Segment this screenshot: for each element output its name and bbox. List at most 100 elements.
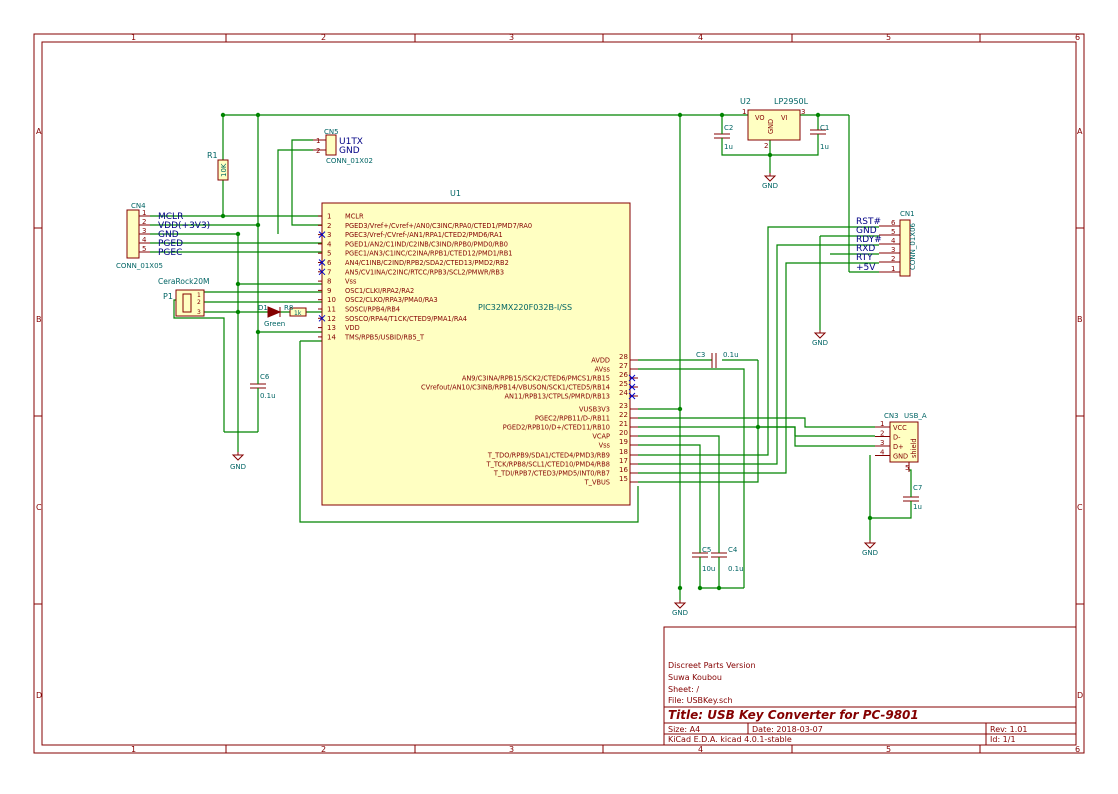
frame-col-top-4: 4 xyxy=(698,33,703,42)
c1-ref: C1 xyxy=(820,124,829,132)
c1-value: 1u xyxy=(820,143,829,151)
frame-row-left-C: C xyxy=(36,503,42,512)
frame-col-bottom-3: 3 xyxy=(509,745,514,754)
u1-pin-18-name: T_TDO/RPB9/SDA1/CTED4/PMD3/RB9 xyxy=(487,452,610,460)
frame-col-top-1: 1 xyxy=(131,33,136,42)
cn5-net-u1tx: U1TX xyxy=(339,137,363,147)
u1-pin-26-num: 26 xyxy=(619,371,628,379)
c7-value: 1u xyxy=(913,503,922,511)
gnd-symbol-cn1: GND xyxy=(812,330,828,347)
c6-ref: C6 xyxy=(260,373,270,381)
u1-pin-14-num: 14 xyxy=(327,333,336,341)
wires xyxy=(150,114,912,600)
cn3-pin-3-name: D+ xyxy=(893,443,904,451)
cn1-net-3: RXD xyxy=(856,244,875,254)
c4-value: 0.1u xyxy=(728,565,744,573)
u1-pin-17-name: T_TCK/RPB8/SCL1/CTED10/PMD4/RB8 xyxy=(486,461,610,469)
frame-col-top-5: 5 xyxy=(886,33,891,42)
u1-pin-28-num: 28 xyxy=(619,353,628,361)
cn1-net-1: +5V xyxy=(856,263,876,273)
c6-value: 0.1u xyxy=(260,392,276,400)
cn3-pin-1-num: 1 xyxy=(880,420,884,428)
u1-pin-18-num: 18 xyxy=(619,448,628,456)
cn4-pin-1-num: 1 xyxy=(142,209,146,217)
svg-text:GND: GND xyxy=(812,339,828,347)
tb-title: Title: USB Key Converter for PC-9801 xyxy=(668,708,919,722)
u1-pin-15-name: T_VBUS xyxy=(584,479,610,487)
frame-col-bottom-4: 4 xyxy=(698,745,703,754)
cn4-pin-3-num: 3 xyxy=(142,227,146,235)
u1-pin-12-name: SOSCO/RPA4/T1CK/CTED9/PMA1/RA4 xyxy=(345,315,467,323)
c6-capacitor: C6 0.1u xyxy=(250,373,276,400)
cn5-pin1-num: 1 xyxy=(316,137,320,145)
u1-pin-3-noconnect xyxy=(318,231,326,238)
u1-pin-20-name: VCAP xyxy=(592,433,610,441)
c7-capacitor: C7 1u xyxy=(903,484,922,511)
tb-rev: Rev: 1.01 xyxy=(990,725,1027,734)
u1-pin-24-num: 24 xyxy=(619,389,628,397)
u1-pin-17-num: 17 xyxy=(619,457,628,465)
c3-capacitor: C3 0.1u xyxy=(696,351,739,368)
u1-pin-19-name: Vss xyxy=(599,442,611,450)
u1-value: PIC32MX220F032B-I/SS xyxy=(478,303,572,312)
u1-pin-2-name: PGED3/Vref+/Cvref+/AN0/C3INC/RPA0/CTED1/… xyxy=(345,222,532,230)
cn1-pin-4-num: 4 xyxy=(891,237,896,245)
cn4-value: CONN_01X05 xyxy=(116,262,163,270)
cn4-pin-4-num: 4 xyxy=(142,236,147,244)
u1-pin-25-noconnect xyxy=(628,383,636,391)
frame-row-right-B: B xyxy=(1077,315,1083,324)
u1-pin-6-num: 6 xyxy=(327,259,332,267)
u2-vo: VO xyxy=(755,114,765,122)
c2-ref: C2 xyxy=(724,124,733,132)
u1-pin-25-name: CVrefout/AN10/C3INB/RPB14/VBUSON/SCK1/CT… xyxy=(421,384,610,392)
u1-pin-8-name: Vss xyxy=(345,278,357,286)
c1-capacitor: C1 1u xyxy=(810,124,829,151)
cn3-ref: CN3 xyxy=(884,412,899,420)
u1-pin-3-num: 3 xyxy=(327,231,331,239)
c3-value: 0.1u xyxy=(723,351,739,359)
u1-pin-4-num: 4 xyxy=(327,240,332,248)
cn5-connector: CN5 CONN_01X02 1 2 U1TX GND xyxy=(313,128,373,165)
u1-pin-10-num: 10 xyxy=(327,296,336,304)
u1-pin-23-name: VUSB3V3 xyxy=(579,406,610,414)
u1-pin-7-noconnect xyxy=(318,268,326,276)
frame-row-left-D: D xyxy=(36,691,42,700)
cn3-pin-3-num: 3 xyxy=(880,439,884,447)
u1-right-pins: 28AVDD27AVss26AN9/C3INA/RPB15/SCK2/CTED6… xyxy=(421,353,636,487)
u1-pin-14-name: TMS/RPB5/USBID/RB5_T xyxy=(344,333,425,341)
u1-pin-28-name: AVDD xyxy=(591,357,610,365)
u1-pin-2-num: 2 xyxy=(327,222,331,230)
u1-pin-16-name: T_TDI/RPB7/CTED3/PMD5/INT0/RB7 xyxy=(493,470,610,478)
frame-col-bottom-1: 1 xyxy=(131,745,136,754)
cn4-net-4: PGED xyxy=(158,239,183,249)
frame-col-top-6: 6 xyxy=(1075,33,1080,42)
frame-col-top-2: 2 xyxy=(321,33,326,42)
r1-resistor: R1 10K xyxy=(207,151,229,181)
frame-col-bottom-6: 6 xyxy=(1075,745,1080,754)
u1-pin-9-num: 9 xyxy=(327,287,331,295)
r8-value: 1k xyxy=(294,310,302,317)
u1-pin-16-num: 16 xyxy=(619,466,628,474)
tb-date: Date: 2018-03-07 xyxy=(752,725,823,734)
gnd-symbol-u2: GND xyxy=(762,173,778,190)
cn4-pin-5-num: 5 xyxy=(142,245,146,253)
cn3-pin-1-name: VCC xyxy=(893,424,907,432)
tb-company: Suwa Koubou xyxy=(668,673,722,682)
frame-row-left-A: A xyxy=(36,127,42,136)
cn3-pin-2-num: 2 xyxy=(880,430,884,438)
u1-pin-3-name: PGEC3/Vref-/CVref-/AN1/RPA1/CTED2/PMD6/R… xyxy=(345,231,503,239)
cn4-ref: CN4 xyxy=(131,202,146,210)
u1-pin-11-name: SOSCI/RPB4/RB4 xyxy=(345,306,400,314)
c3-ref: C3 xyxy=(696,351,705,359)
c2-capacitor: C2 1u xyxy=(714,124,733,151)
u1-pin-12-noconnect xyxy=(318,314,326,322)
u1-pin-1-num: 1 xyxy=(327,213,331,221)
u1-pin-6-noconnect xyxy=(318,259,326,266)
cn4-net-3: GND xyxy=(158,230,179,240)
p1-pin3: 3 xyxy=(197,309,201,316)
